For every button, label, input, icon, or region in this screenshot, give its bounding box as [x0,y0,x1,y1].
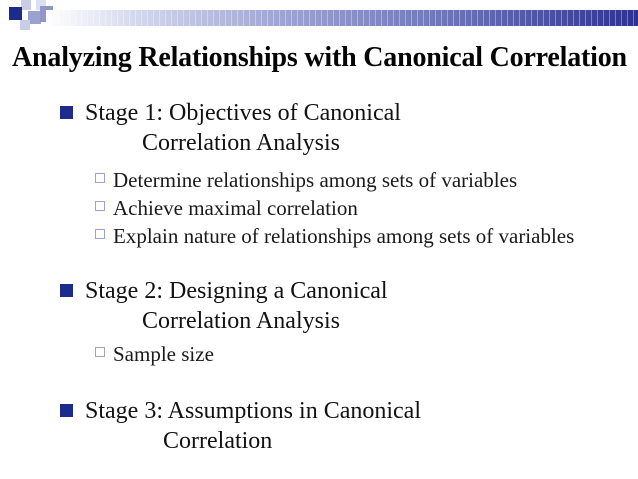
sub-bullet-square-icon [95,347,105,357]
sub-bullet-square-icon [95,229,105,239]
list-item-text: Determine relationships among sets of va… [113,168,518,192]
list-item: Explain nature of relationships among se… [95,222,574,250]
bullet-square-icon [60,106,73,119]
sub-bullet-square-icon [95,173,105,183]
bullet-square-icon [60,284,73,297]
list-item-text: Sample size [113,342,214,366]
list-item: Achieve maximal correlation [95,194,574,222]
decor-square-icon [21,0,31,10]
decor-square-icon [9,7,22,20]
decor-square-icon [36,0,46,10]
decor-square-icon [20,20,30,30]
stage-2-line1: Stage 2: Designing a Canonical [85,278,388,304]
list-item-text: Achieve maximal correlation [113,196,358,220]
sub-bullet-square-icon [95,201,105,211]
stage-1-subitems: Determine relationships among sets of va… [95,166,574,250]
stage-3-heading: Stage 3: Assumptions in Canonical Correl… [60,396,421,456]
page-title: Analyzing Relationships with Canonical C… [12,42,627,73]
list-item: Determine relationships among sets of va… [95,166,574,194]
list-item-text: Explain nature of relationships among se… [113,224,575,248]
list-item: Sample size [95,340,214,368]
bullet-square-icon [60,404,73,417]
decor-square-icon [28,11,41,24]
stage-2-line2: Correlation Analysis [142,308,340,334]
stage-1-heading: Stage 1: Objectives of Canonical Correla… [60,98,401,158]
stage-3-line1: Stage 3: Assumptions in Canonical [85,398,421,424]
stage-3-line2: Correlation [163,428,273,454]
stage-2-subitems: Sample size [95,340,214,368]
stage-1-line2: Correlation Analysis [142,130,340,156]
stage-1-line1: Stage 1: Objectives of Canonical [85,100,401,126]
stage-2-heading: Stage 2: Designing a Canonical Correlati… [60,276,388,336]
header-gradient-bar [46,10,638,26]
